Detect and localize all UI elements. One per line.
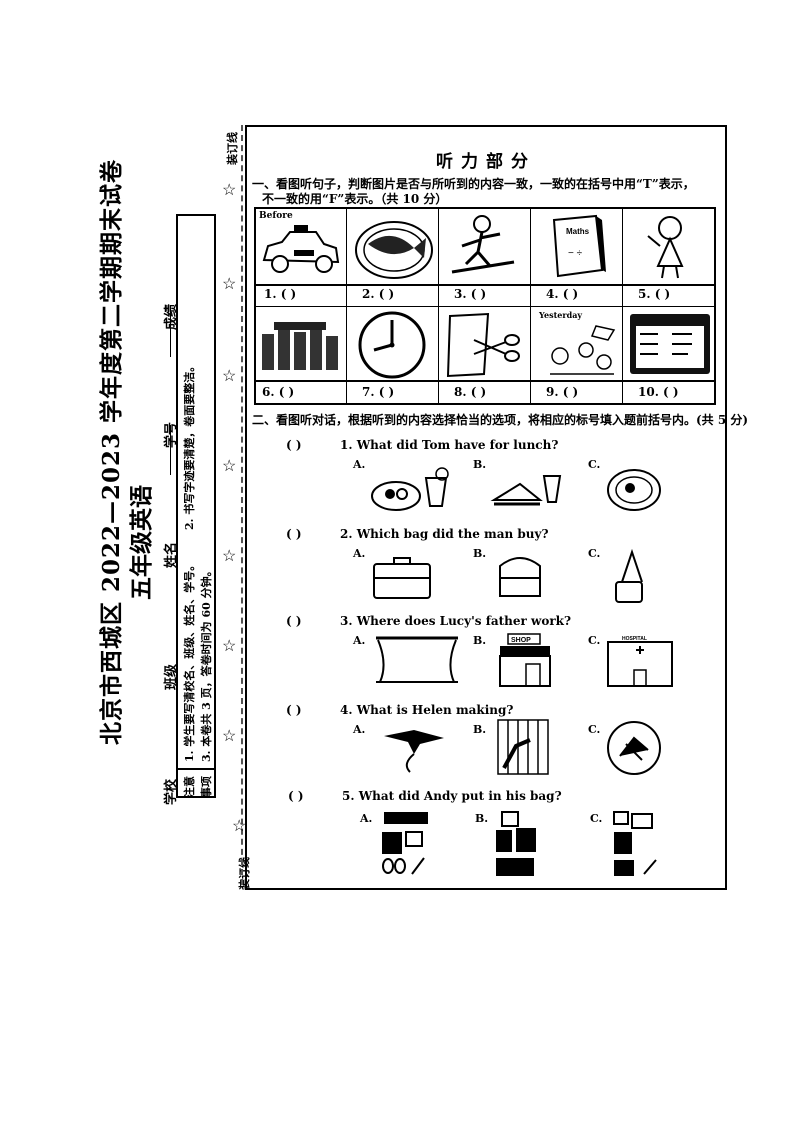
- notes-label-1: 注意: [183, 776, 196, 798]
- q5-option-a: A.: [360, 812, 373, 825]
- party-icon: [550, 325, 616, 375]
- q2-option-c: C.: [588, 547, 601, 560]
- star-icon: ☆: [222, 726, 237, 745]
- items-c-icon: [613, 811, 657, 876]
- section-title: 听力部分: [436, 152, 536, 172]
- part1-instruction-line1: 一、看图听句子，判断图片是否与所听到的内容一致，一致的在括号中用“T”表示，: [252, 177, 695, 191]
- stonehenge-icon: [262, 322, 338, 370]
- q4-option-a: A.: [353, 723, 366, 736]
- plate-and-juice-icon: [371, 467, 449, 511]
- clock-icon: [358, 311, 426, 379]
- q3-text: 3. Where does Lucy's father work?: [340, 614, 572, 628]
- q2-option-b: B.: [473, 547, 487, 560]
- binding-line-top: 装订线: [226, 132, 239, 165]
- briefcase-icon: [373, 557, 431, 599]
- binding-dashed-line: [241, 125, 243, 885]
- yesterday-label: Yesterday: [539, 310, 583, 320]
- star-icon: ☆: [222, 546, 237, 565]
- item-9-label: 9. ( ): [546, 385, 579, 399]
- shop-icon: SHOP: [499, 633, 551, 687]
- skier-icon: [451, 215, 515, 274]
- q2-option-a: A.: [353, 547, 366, 560]
- q3-bracket: ( ): [286, 614, 302, 628]
- q4-bracket: ( ): [286, 703, 302, 717]
- note-1: 1. 学生要写清校名、班级、姓名、学号。: [183, 559, 196, 762]
- item-5-label: 5. ( ): [638, 287, 671, 301]
- train-ticket-icon: [630, 314, 710, 374]
- hospital-icon: HOSPITAL: [607, 636, 673, 687]
- part1-instruction-line2: 不一致的用“F”表示。（共 10 分）: [262, 192, 448, 206]
- before-label: Before: [259, 211, 293, 221]
- q1-text: 1. What did Tom have for lunch?: [340, 438, 559, 452]
- maths-label: Maths: [566, 227, 590, 236]
- egg-plate-icon: [607, 469, 661, 511]
- score-underline: [170, 307, 171, 357]
- star-icon: ☆: [222, 274, 237, 293]
- q4-option-c: C.: [588, 723, 601, 736]
- item-8-label: 8. ( ): [454, 385, 487, 399]
- q5-bracket: ( ): [288, 789, 304, 803]
- notes-box: [176, 214, 216, 798]
- number-underline: [170, 425, 171, 475]
- maths-book-icon: Maths − ÷: [552, 214, 606, 278]
- star-icon: ☆: [222, 456, 237, 475]
- exam-frame: 听力部分: [245, 125, 727, 890]
- svg-text:− ÷: − ÷: [568, 248, 583, 259]
- q5-option-c: C.: [590, 812, 603, 825]
- q1-bracket: ( ): [286, 438, 302, 452]
- paper-cut-icon: [607, 721, 661, 775]
- scissors-paper-icon: [446, 312, 520, 378]
- notes-separator: [176, 768, 216, 770]
- theatre-stage-icon: [376, 636, 458, 683]
- notes-label-2: 事项: [200, 776, 213, 798]
- star-icon: ☆: [232, 816, 247, 835]
- items-b-icon: [496, 811, 536, 876]
- part2-instruction: 二、看图听对话，根据听到的内容选择恰当的选项，将相应的标号填入题前括号内。(共 …: [252, 413, 749, 427]
- note-3: 3. 本卷共 3 页，答卷时间为 60 分钟。: [200, 565, 213, 762]
- q4-option-b: B.: [473, 723, 487, 736]
- hospital-sign: HOSPITAL: [622, 636, 647, 642]
- item-7-label: 7. ( ): [362, 385, 395, 399]
- exam-title: 北京市西城区 2022—2023 学年度第二学期期末试卷: [98, 158, 125, 745]
- girl-icon: [647, 216, 684, 279]
- shoulder-bag-icon: [615, 548, 643, 603]
- fish-plate-icon: [355, 221, 433, 279]
- q1-option-c: C.: [588, 458, 601, 471]
- shop-sign: SHOP: [511, 637, 531, 644]
- q4-text: 4. What is Helen making?: [340, 703, 514, 717]
- q2-bracket: ( ): [286, 527, 302, 541]
- taxi-icon: [262, 225, 340, 273]
- bird-cage-icon: [497, 719, 549, 775]
- item-10-label: 10. ( ): [638, 385, 679, 399]
- sandwich-juice-icon: [490, 475, 562, 506]
- q1-option-b: B.: [473, 458, 487, 471]
- kite-icon: [384, 730, 444, 773]
- item-6-label: 6. ( ): [262, 385, 295, 399]
- star-icon: ☆: [222, 636, 237, 655]
- q5-option-b: B.: [475, 812, 489, 825]
- q2-text: 2. Which bag did the man buy?: [340, 527, 549, 541]
- q3-option-b: B.: [473, 634, 487, 647]
- exam-subject: 五年级英语: [128, 485, 155, 600]
- backpack-icon: [499, 557, 541, 597]
- q1-option-a: A.: [353, 458, 366, 471]
- items-a-icon: [382, 812, 428, 875]
- item-4-label: 4. ( ): [546, 287, 579, 301]
- star-icon: ☆: [222, 366, 237, 385]
- q3-option-a: A.: [353, 634, 366, 647]
- q5-text: 5. What did Andy put in his bag?: [342, 789, 562, 803]
- item-1-label: 1. ( ): [264, 287, 297, 301]
- item-2-label: 2. ( ): [362, 287, 395, 301]
- item-3-label: 3. ( ): [454, 287, 487, 301]
- note-2: 2. 书写字迹要清楚，卷面要整洁。: [183, 360, 196, 530]
- q3-option-c: C.: [588, 634, 601, 647]
- star-icon: ☆: [222, 180, 237, 199]
